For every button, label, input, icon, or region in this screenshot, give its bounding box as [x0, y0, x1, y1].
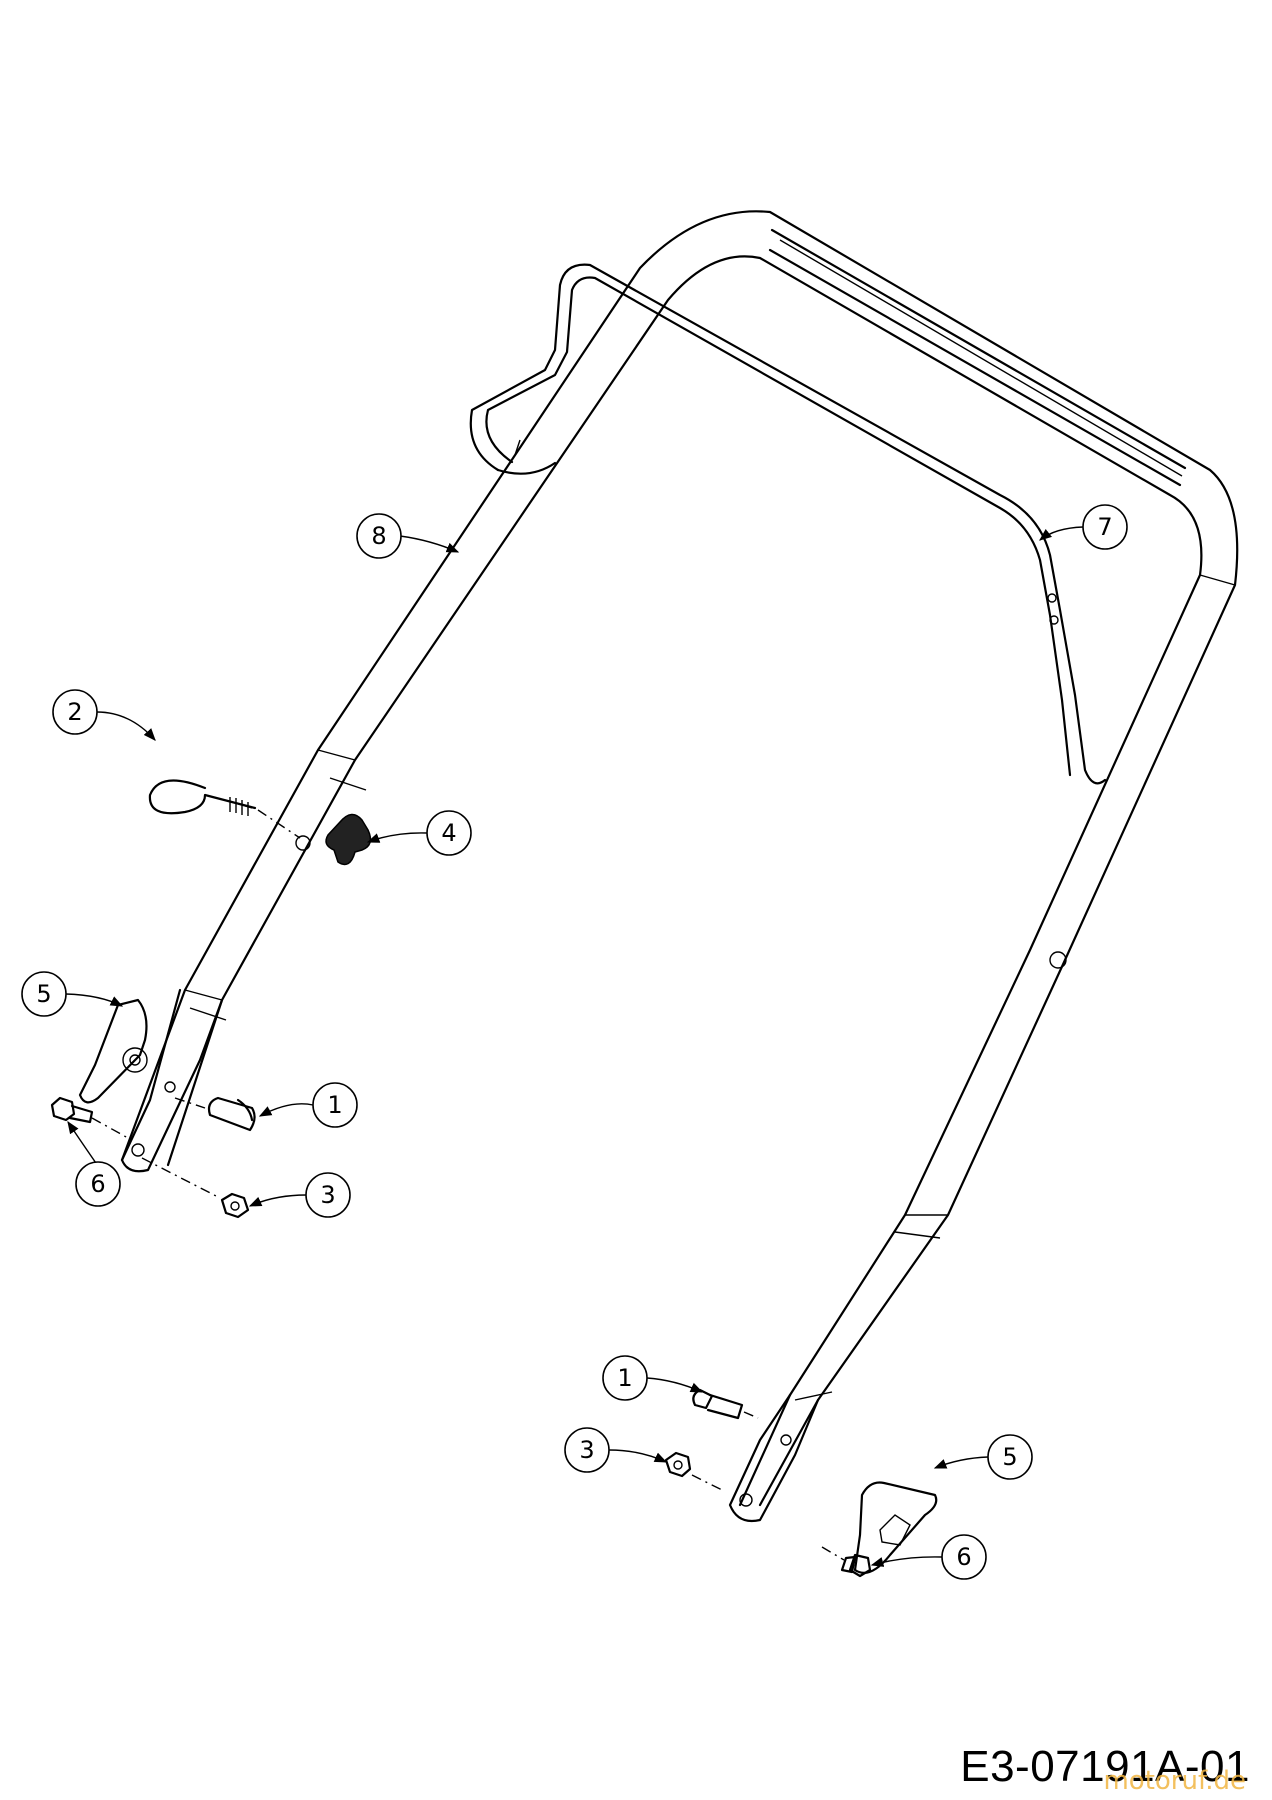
callout-1-left: 1 — [258, 1082, 358, 1128]
callout-1-right: 1 — [602, 1355, 704, 1401]
callout-6-left: 6 — [67, 1120, 121, 1207]
svg-text:3: 3 — [320, 1181, 335, 1209]
lock-nut-left — [141, 1157, 250, 1219]
svg-text:3: 3 — [579, 1436, 594, 1464]
svg-text:6: 6 — [90, 1170, 105, 1198]
carriage-bolt-left — [174, 1096, 256, 1132]
svg-text:4: 4 — [441, 819, 456, 847]
callout-5-right: 5 — [933, 1434, 1033, 1480]
hex-bolt-left — [50, 1096, 129, 1139]
control-bail — [469, 263, 1107, 785]
svg-text:8: 8 — [371, 522, 386, 550]
callout-4: 4 — [366, 810, 472, 856]
svg-text:7: 7 — [1097, 513, 1112, 541]
callout-8: 8 — [356, 513, 460, 559]
lock-nut-right — [664, 1451, 723, 1491]
callout-6-right: 6 — [870, 1534, 987, 1580]
svg-text:1: 1 — [617, 1364, 632, 1392]
callout-2: 2 — [52, 689, 156, 741]
carriage-bolt-right — [692, 1388, 759, 1420]
cable-guide-bolt — [148, 779, 301, 839]
callout-3-left: 3 — [248, 1172, 351, 1218]
wing-knob-left — [78, 998, 148, 1104]
svg-text:6: 6 — [956, 1543, 971, 1571]
svg-text:5: 5 — [36, 980, 51, 1008]
callout-5-left: 5 — [21, 971, 124, 1017]
star-knob-small — [325, 813, 372, 866]
callout-7: 7 — [1039, 504, 1128, 550]
svg-text:5: 5 — [1002, 1443, 1017, 1471]
handle-frame — [120, 210, 1239, 1523]
watermark-logo: motoruf.de — [1103, 1766, 1246, 1796]
hex-bolt-right — [821, 1546, 872, 1578]
svg-text:2: 2 — [67, 698, 82, 726]
callout-3-right: 3 — [564, 1427, 668, 1473]
drawing-number: E3-07191A-01 — [960, 1742, 1250, 1791]
svg-text:1: 1 — [327, 1091, 342, 1119]
